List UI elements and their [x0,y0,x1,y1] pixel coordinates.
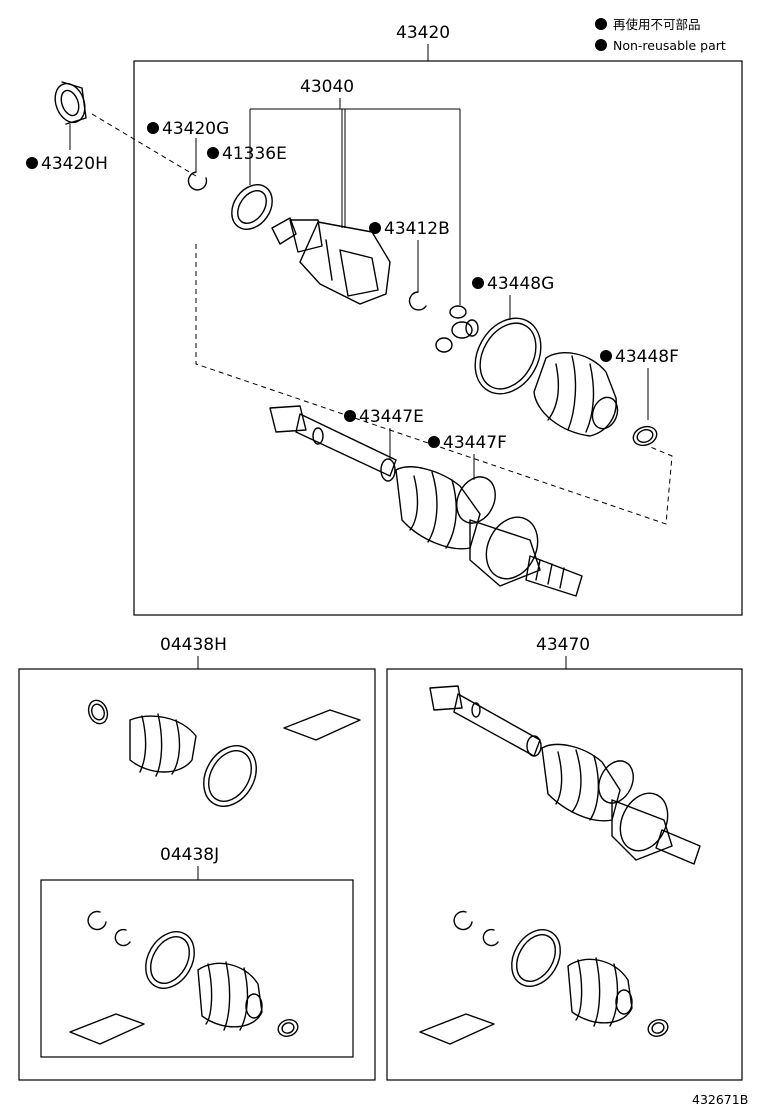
part-label-04438J[interactable]: 04438J [160,845,219,865]
non-reusable-dot-icon [207,147,219,159]
legend: 再使用不可部品 Non-reusable part [595,17,726,53]
kit-j-grease-pack [69,1013,145,1045]
kit-snap-ring-1 [87,910,107,931]
kit-snap-ring-2 [114,928,131,947]
kit-04438H: 04438H 04438J [18,635,376,1081]
assembly-43470-box [386,668,743,1081]
inboard-boot [533,352,619,437]
outboard-joint-housing [271,217,391,305]
kit-j-clamp-small [277,1019,299,1037]
seal-ring-41336E [231,184,273,230]
snap-ring-43412B [408,291,427,311]
kit-j-boot [197,961,263,1031]
non-reusable-dot-icon [344,410,356,422]
kit-04438H-box [18,668,376,1081]
part-label-43470[interactable]: 43470 [536,635,590,655]
non-reusable-dot-icon [147,122,159,134]
dust-seal-43420H: 43420H [26,81,197,177]
grease-pack [283,709,361,741]
kit-grease-pack-43470 [419,1013,495,1045]
boot-kit-clamp-small [87,699,109,725]
kit-boot-43470 [567,957,633,1027]
non-reusable-dot-icon [369,222,381,234]
kit-snap-ring-4 [482,928,499,947]
legend-dot-icon [595,18,607,30]
tripod-joint [435,305,479,353]
kit-clamp-small-43470 [647,1019,669,1037]
assembly-43470: 43470 [386,635,743,1081]
legend-dot-icon [595,39,607,51]
non-reusable-dot-icon [26,157,38,169]
non-reusable-dot-icon [472,277,484,289]
part-label-43448F[interactable]: 43448F [615,347,679,367]
boot-kit-boot [129,713,197,777]
non-reusable-dot-icon [600,350,612,362]
boot-clamp-43448F [632,425,658,447]
shaft-43470 [429,685,701,865]
part-label-04438H[interactable]: 04438H [160,635,227,655]
part-label-43448G[interactable]: 43448G [487,274,554,294]
part-label-43420G[interactable]: 43420G [162,119,229,139]
non-reusable-dot-icon [428,436,440,448]
kit-snap-ring-3 [453,910,473,931]
kit-04438J-box [40,879,354,1058]
snap-ring-43420G [187,171,208,191]
part-label-43420H[interactable]: 43420H [41,154,108,174]
part-label-41336E[interactable]: 41336E [222,144,287,164]
part-label-43412B[interactable]: 43412B [384,219,450,239]
part-label-43420[interactable]: 43420 [396,23,450,43]
kit-clamp-large-43470 [511,929,561,987]
kit-j-clamp-large [145,931,195,989]
assembly-43420: 43420 43040 43420G 41336E [133,23,743,616]
diagram-id: 432671B [692,1092,748,1107]
part-label-43040[interactable]: 43040 [300,77,354,97]
boot-clamp-43448G [474,317,542,395]
legend-japanese: 再使用不可部品 [613,17,701,32]
part-label-43447F[interactable]: 43447F [443,433,507,453]
legend-english: Non-reusable part [613,38,726,53]
boot-kit-clamp-large [203,745,257,807]
drive-shaft-assembly [269,405,583,597]
assembly-43420-box [133,60,743,616]
part-label-43447E[interactable]: 43447E [359,407,424,427]
